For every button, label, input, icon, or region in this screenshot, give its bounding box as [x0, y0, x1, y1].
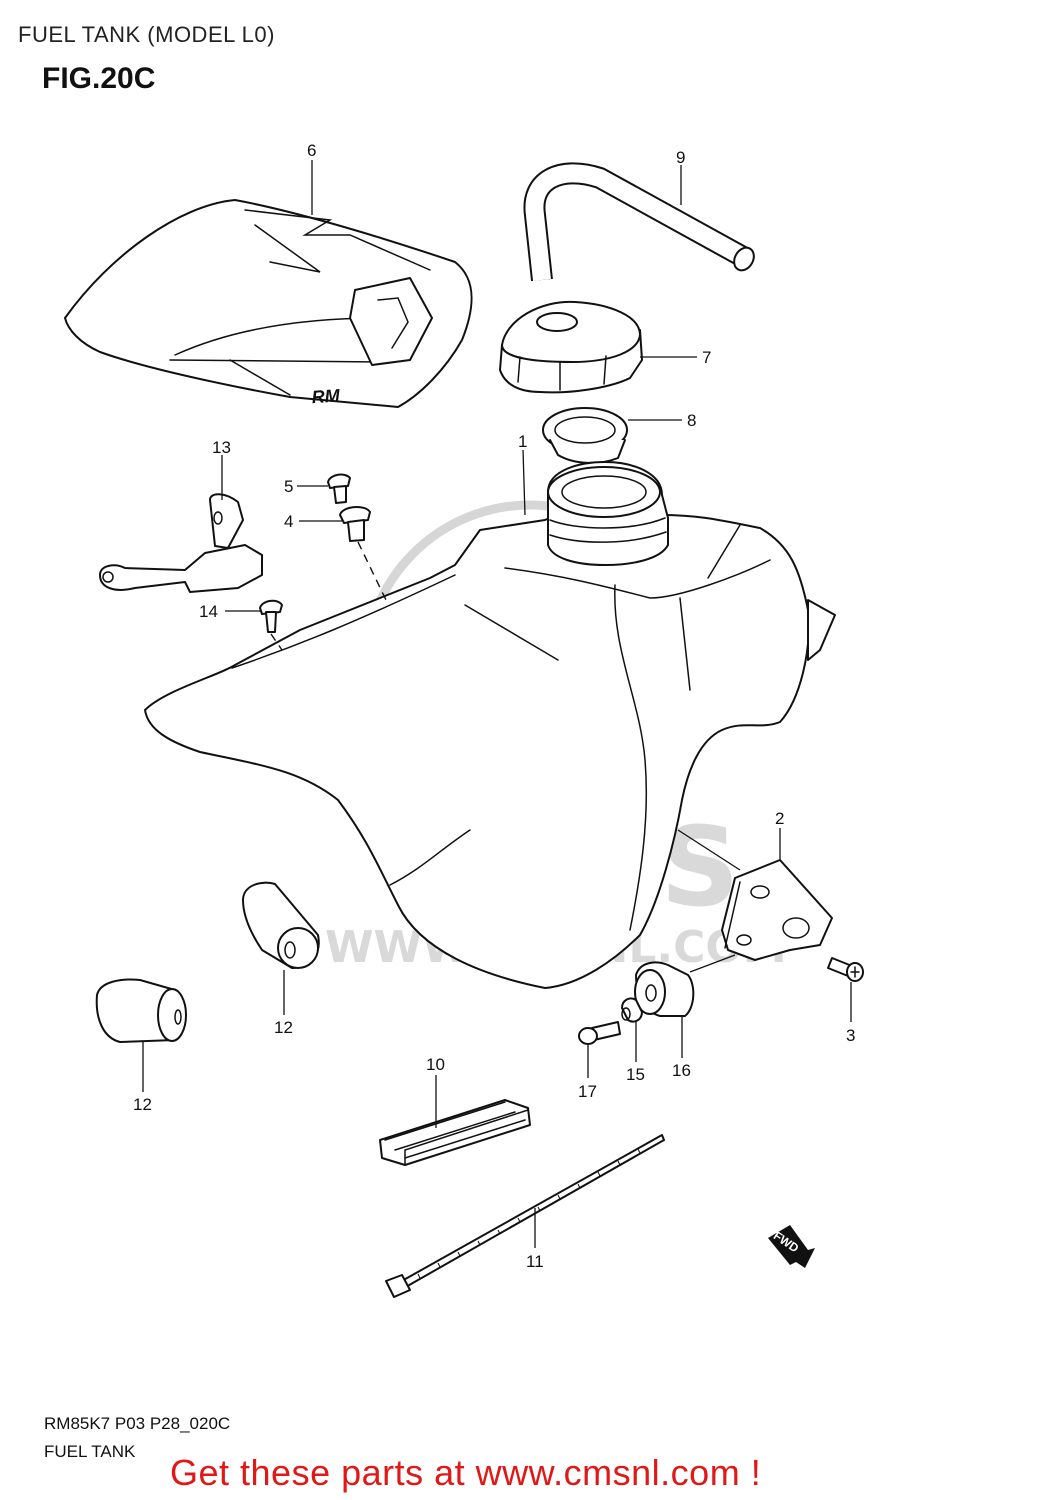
callout-16: 16	[672, 1061, 691, 1080]
part-9-breather-hose[interactable]	[523, 162, 757, 282]
callout-9: 9	[676, 148, 685, 167]
leader-lines	[142, 160, 852, 1248]
callout-17: 17	[578, 1082, 597, 1101]
callout-4: 4	[284, 512, 293, 531]
figure-title: FIG.20C	[42, 62, 156, 95]
decal-rm-logo: RM	[311, 385, 341, 407]
callout-10: 10	[426, 1055, 445, 1074]
part-11-cable-tie[interactable]	[385, 1134, 665, 1298]
fwd-direction-badge: FWD	[768, 1225, 815, 1268]
callout-14: 14	[199, 602, 218, 621]
part-17-bolt[interactable]	[578, 1021, 621, 1045]
callout-8: 8	[687, 411, 696, 430]
page-header-title: FUEL TANK (MODEL L0)	[18, 22, 275, 47]
part-3-screw[interactable]	[827, 957, 864, 982]
callout-3: 3	[846, 1026, 855, 1045]
callout-15: 15	[626, 1065, 645, 1084]
callout-7: 7	[702, 348, 711, 367]
part-13-clamp[interactable]	[99, 493, 263, 593]
part-5-bolt[interactable]	[327, 473, 351, 504]
part-12-lower-sleeve[interactable]	[95, 978, 187, 1043]
part-1-fuel-tank[interactable]	[144, 461, 836, 989]
part-10-sponge[interactable]	[379, 1099, 531, 1166]
part-15-collar[interactable]	[621, 997, 643, 1023]
part-2-bracket[interactable]	[721, 859, 833, 961]
promo-link-text[interactable]: Get these parts at www.cmsnl.com !	[170, 1452, 762, 1493]
callout-5: 5	[284, 477, 293, 496]
part-16-cushion[interactable]	[634, 961, 695, 1017]
diagram-code: RM85K7 P03 P28_020C	[44, 1414, 231, 1433]
part-7-fuel-cap[interactable]	[499, 300, 643, 394]
callout-11: 11	[526, 1252, 544, 1271]
callout-2: 2	[775, 809, 784, 828]
diagram-name: FUEL TANK	[44, 1442, 136, 1461]
callout-12-upper: 12	[274, 1018, 293, 1037]
part-12-upper-sleeve[interactable]	[242, 881, 320, 969]
part-6-decal[interactable]: RM	[64, 199, 473, 408]
part-4-collar[interactable]	[339, 506, 371, 542]
callout-1: 1	[518, 432, 527, 451]
part-8-gasket[interactable]	[542, 407, 628, 464]
callout-numbers: 1 2 3 4 5 6 7 8 9 10 11 12 12 13 14 15 1…	[133, 141, 855, 1271]
callout-13: 13	[212, 438, 231, 457]
callout-6: 6	[307, 141, 316, 160]
callout-12-lower: 12	[133, 1095, 152, 1114]
part-14-screw[interactable]	[259, 599, 283, 633]
